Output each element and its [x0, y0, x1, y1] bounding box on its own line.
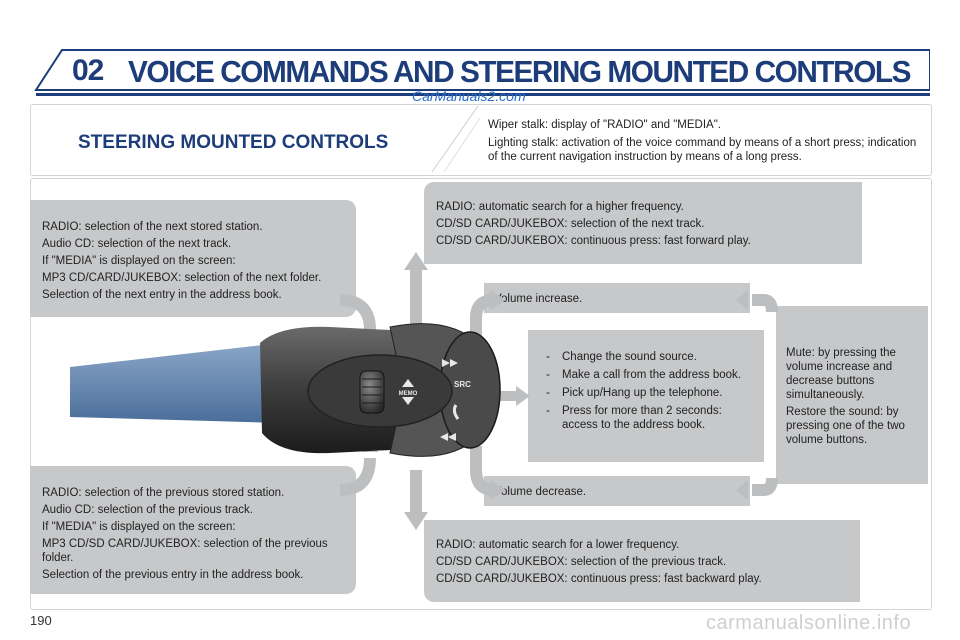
- callout-search-higher: RADIO: automatic search for a higher fre…: [424, 182, 862, 264]
- fast-backward-icon: [440, 433, 456, 441]
- phone-icon: [452, 404, 460, 420]
- stalk-rod: [70, 343, 280, 423]
- fast-forward-icon: [442, 359, 458, 367]
- watermark-bottom: carmanualsonline.info: [706, 612, 912, 634]
- intro-lighting: Lighting stalk: activation of the voice …: [488, 137, 917, 163]
- arrow-to-previous-station: [339, 457, 376, 496]
- src-label: SRC: [454, 380, 471, 389]
- src-function-list: Change the sound source. Make a call fro…: [538, 350, 756, 432]
- header-banner: [34, 49, 930, 96]
- callout-search-lower: RADIO: automatic search for a lower freq…: [424, 520, 860, 602]
- callout-src-button: Change the sound source. Make a call fro…: [528, 330, 764, 462]
- callout-mute: Mute: by pressing the volume increase an…: [776, 306, 928, 484]
- arrow-down-icon: [402, 397, 414, 405]
- thumbwheel[interactable]: [359, 370, 385, 414]
- section-intro: Wiper stalk: display of "RADIO" and "MED…: [488, 118, 918, 168]
- section-header-box: [30, 104, 932, 176]
- callout-volume-decrease: Volume decrease.: [484, 476, 750, 506]
- memo-label: MEMO: [399, 391, 418, 397]
- intro-wiper: Wiper stalk: display of "RADIO" and "MED…: [488, 119, 721, 131]
- callout-volume-increase: Volume increase.: [484, 283, 750, 313]
- arrow-to-next-station: [339, 294, 376, 331]
- callout-next-station: RADIO: selection of the next stored stat…: [30, 200, 356, 317]
- callout-previous-station: RADIO: selection of the previous stored …: [30, 466, 356, 594]
- watermark-top[interactable]: CarManuals2.com: [412, 88, 526, 104]
- chapter-title: VOICE COMMANDS AND STEERING MOUNTED CONT…: [128, 54, 911, 89]
- chapter-number: 02: [72, 54, 104, 87]
- steering-stalk-illustration: MEMO SRC: [70, 323, 501, 457]
- page-number: 190: [30, 613, 52, 628]
- section-title: STEERING MOUNTED CONTROLS: [78, 132, 389, 153]
- arrow-up-icon: [402, 379, 414, 387]
- section-divider: [431, 105, 480, 173]
